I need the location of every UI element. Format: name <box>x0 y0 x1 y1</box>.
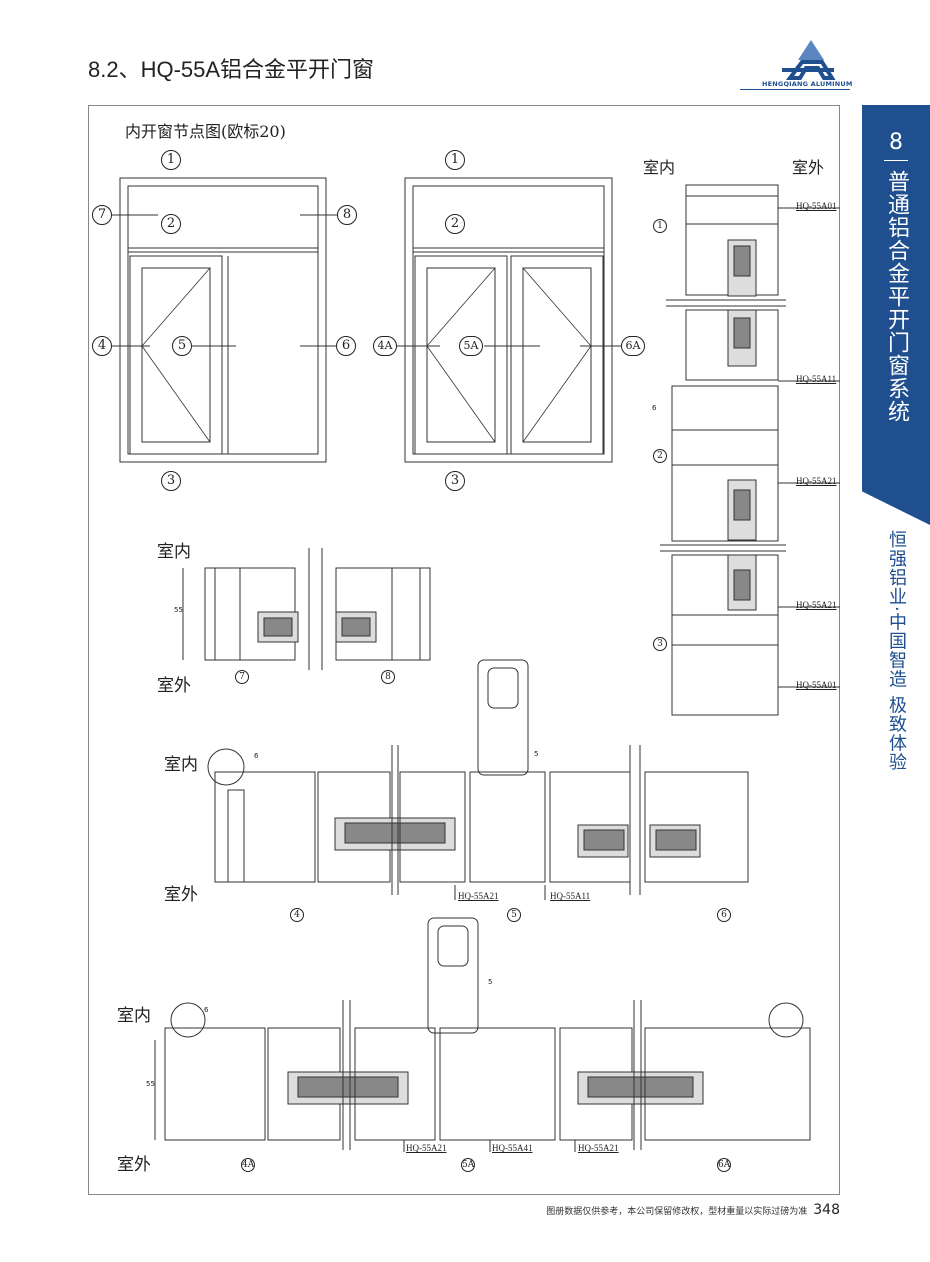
profile-code: HQ-55A01 <box>796 201 837 211</box>
callout-2: 2 <box>445 214 465 234</box>
chapter-number: 8 <box>889 130 903 155</box>
callout-6: 6 <box>717 908 731 922</box>
profile-code: HQ-55A21 <box>796 476 837 486</box>
callout-3: 3 <box>161 471 181 491</box>
profile-code: HQ-55A21 <box>796 600 837 610</box>
drawing-frame <box>88 105 840 1195</box>
drawing-title: 内开窗节点图(欧标20) <box>125 122 286 141</box>
callout-6: 6 <box>336 336 356 356</box>
dimension: 55 <box>146 1080 155 1088</box>
header-rule <box>740 89 850 90</box>
chapter-title: 普通铝合金平开门窗系统 <box>884 170 909 423</box>
indoor-label: 室内 <box>164 755 198 775</box>
outdoor-label: 室外 <box>117 1155 151 1175</box>
callout-3: 3 <box>653 637 667 651</box>
company-logo <box>782 40 836 80</box>
dimension: 6 <box>254 752 259 760</box>
callout-2: 2 <box>161 214 181 234</box>
callout-7: 7 <box>92 205 112 225</box>
dimension: 5 <box>488 978 493 986</box>
indoor-label: 室内 <box>643 158 676 177</box>
callout-4a: 4A <box>241 1158 255 1172</box>
logo-text: HENGQIANG ALUMINUM <box>762 80 853 88</box>
vertical-section <box>660 184 840 716</box>
indoor-label: 室内 <box>157 542 191 562</box>
elevation-2 <box>397 177 622 463</box>
outdoor-label: 室外 <box>792 158 825 177</box>
chapter-divider <box>884 160 908 161</box>
callout-5a: 5A <box>461 1158 475 1172</box>
footer: 图册数据仅供参考，本公司保留修改权，型材重量以实际过磅为准 348 <box>546 1202 840 1218</box>
callout-1: 1 <box>445 150 465 170</box>
section-4A-5A-6A <box>154 917 811 1152</box>
dimension: 6 <box>652 404 657 412</box>
section-7-8 <box>182 548 431 670</box>
callout-5a: 5A <box>459 336 483 356</box>
callout-4: 4 <box>92 336 112 356</box>
callout-1: 1 <box>653 219 667 233</box>
indoor-label: 室内 <box>117 1006 151 1026</box>
chapter-tab <box>862 105 930 525</box>
callout-5: 5 <box>507 908 521 922</box>
outdoor-label: 室外 <box>157 676 191 696</box>
profile-code: HQ-55A01 <box>796 680 837 690</box>
callout-6a: 6A <box>621 336 645 356</box>
section-4-5-6 <box>207 659 749 900</box>
callout-6a: 6A <box>717 1158 731 1172</box>
callout-1: 1 <box>161 150 181 170</box>
page-number: 348 <box>813 1202 840 1218</box>
callout-4: 4 <box>290 908 304 922</box>
profile-code: HQ-55A11 <box>796 374 837 384</box>
profile-code: HQ-55A21 <box>406 1143 447 1153</box>
callout-2: 2 <box>653 449 667 463</box>
callout-8: 8 <box>337 205 357 225</box>
callout-8: 8 <box>381 670 395 684</box>
elevation-1 <box>112 177 338 463</box>
callout-4a: 4A <box>373 336 397 356</box>
footer-note: 图册数据仅供参考，本公司保留修改权，型材重量以实际过磅为准 <box>546 1207 808 1217</box>
profile-code: HQ-55A21 <box>578 1143 619 1153</box>
dimension: 6 <box>204 1006 209 1014</box>
profile-code: HQ-55A11 <box>550 891 591 901</box>
callout-7: 7 <box>235 670 249 684</box>
callout-5: 5 <box>172 336 192 356</box>
outdoor-label: 室外 <box>164 885 198 905</box>
dimension: 55 <box>174 606 183 614</box>
slogan: 恒强铝业·中国智造 极致体验 <box>886 530 907 772</box>
page-title: 8.2、HQ-55A铝合金平开门窗 <box>88 57 375 82</box>
profile-code: HQ-55A21 <box>458 891 499 901</box>
profile-code: HQ-55A41 <box>492 1143 533 1153</box>
callout-3: 3 <box>445 471 465 491</box>
dimension: 5 <box>534 750 539 758</box>
